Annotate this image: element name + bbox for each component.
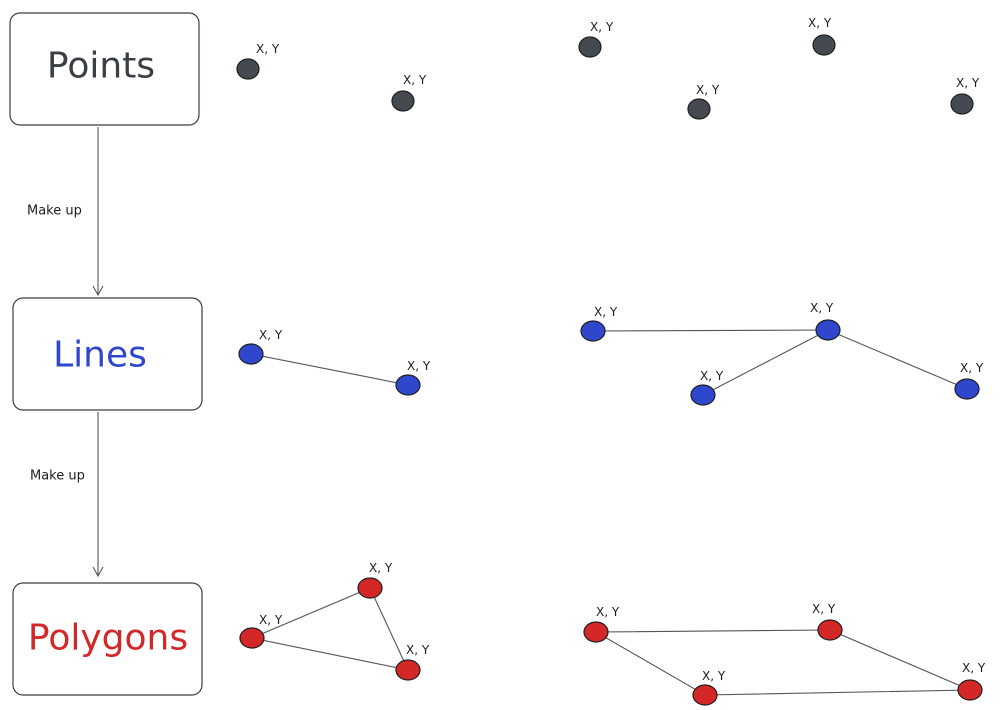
- point-marker: [391, 90, 415, 112]
- polygon-vertex-coord-label: X, Y: [596, 605, 620, 619]
- polygon-vertex: [957, 679, 983, 701]
- polygons-box-label: Polygons: [28, 618, 188, 659]
- polygon-vertex: [395, 659, 421, 681]
- polygons-box: Polygons: [12, 582, 203, 696]
- line-segment: [827, 329, 968, 390]
- points-box-label: Points: [47, 46, 155, 87]
- polygon-vertex-coord-label: X, Y: [369, 561, 393, 575]
- point-coord-label: X, Y: [696, 83, 720, 97]
- polygon-vertex: [357, 577, 383, 599]
- polygon-vertex-coord-label: X, Y: [812, 602, 836, 616]
- line-vertex-coord-label: X, Y: [594, 305, 618, 319]
- point-marker: [578, 36, 602, 58]
- point-marker: [236, 58, 260, 80]
- arrow-label-lines-to-polygons: Make up: [30, 469, 85, 484]
- line-vertex-coord-label: X, Y: [960, 361, 984, 375]
- lines-row: X, Y X, Y X, Y X, Y X, Y X, Y: [238, 301, 984, 406]
- line-vertex-coord-label: X, Y: [407, 359, 431, 373]
- arrow-label-points-to-lines: Make up: [27, 204, 82, 219]
- line-vertex: [815, 319, 841, 341]
- line-vertex: [580, 320, 606, 342]
- point-coord-label: X, Y: [590, 20, 614, 34]
- polygon-vertex: [239, 627, 265, 649]
- polygon-vertex: [583, 621, 609, 643]
- lines-box-label: Lines: [53, 335, 147, 376]
- point-marker: [687, 98, 711, 120]
- line-vertex: [954, 378, 980, 400]
- quadrilateral-polygon: [593, 629, 971, 696]
- line-vertex: [238, 343, 264, 365]
- line-vertex-coord-label: X, Y: [259, 328, 283, 342]
- point-coord-label: X, Y: [808, 16, 832, 30]
- arrow-lines-to-polygons: Make up: [30, 412, 104, 578]
- point-coord-label: X, Y: [403, 73, 427, 87]
- point-coord-label: X, Y: [956, 76, 980, 90]
- line-segment: [250, 353, 409, 386]
- line-vertex: [690, 384, 716, 406]
- polygon-vertex: [692, 684, 718, 706]
- points-box: Points: [9, 12, 200, 126]
- triangle-polygon: [250, 587, 409, 671]
- point-marker: [812, 34, 836, 56]
- line-segment: [592, 329, 829, 332]
- line-vertex: [395, 374, 421, 396]
- polygons-row: X, Y X, Y X, Y X, Y X, Y X, Y X, Y: [239, 561, 986, 706]
- point-marker: [950, 93, 974, 115]
- line-vertex-coord-label: X, Y: [700, 369, 724, 383]
- lines-box: Lines: [12, 297, 203, 411]
- points-row: X, Y X, Y X, Y X, Y X, Y X, Y: [236, 16, 980, 120]
- polygon-vertex-coord-label: X, Y: [259, 613, 283, 627]
- point-coord-label: X, Y: [256, 42, 280, 56]
- arrow-points-to-lines: Make up: [27, 127, 104, 297]
- polygon-vertex-coord-label: X, Y: [962, 661, 986, 675]
- line-vertex-coord-label: X, Y: [810, 301, 834, 315]
- polygon-vertex: [817, 619, 843, 641]
- polygon-vertex-coord-label: X, Y: [702, 669, 726, 683]
- line-segments: [250, 329, 968, 396]
- line-segment: [702, 329, 829, 396]
- polygon-vertex-coord-label: X, Y: [406, 643, 430, 657]
